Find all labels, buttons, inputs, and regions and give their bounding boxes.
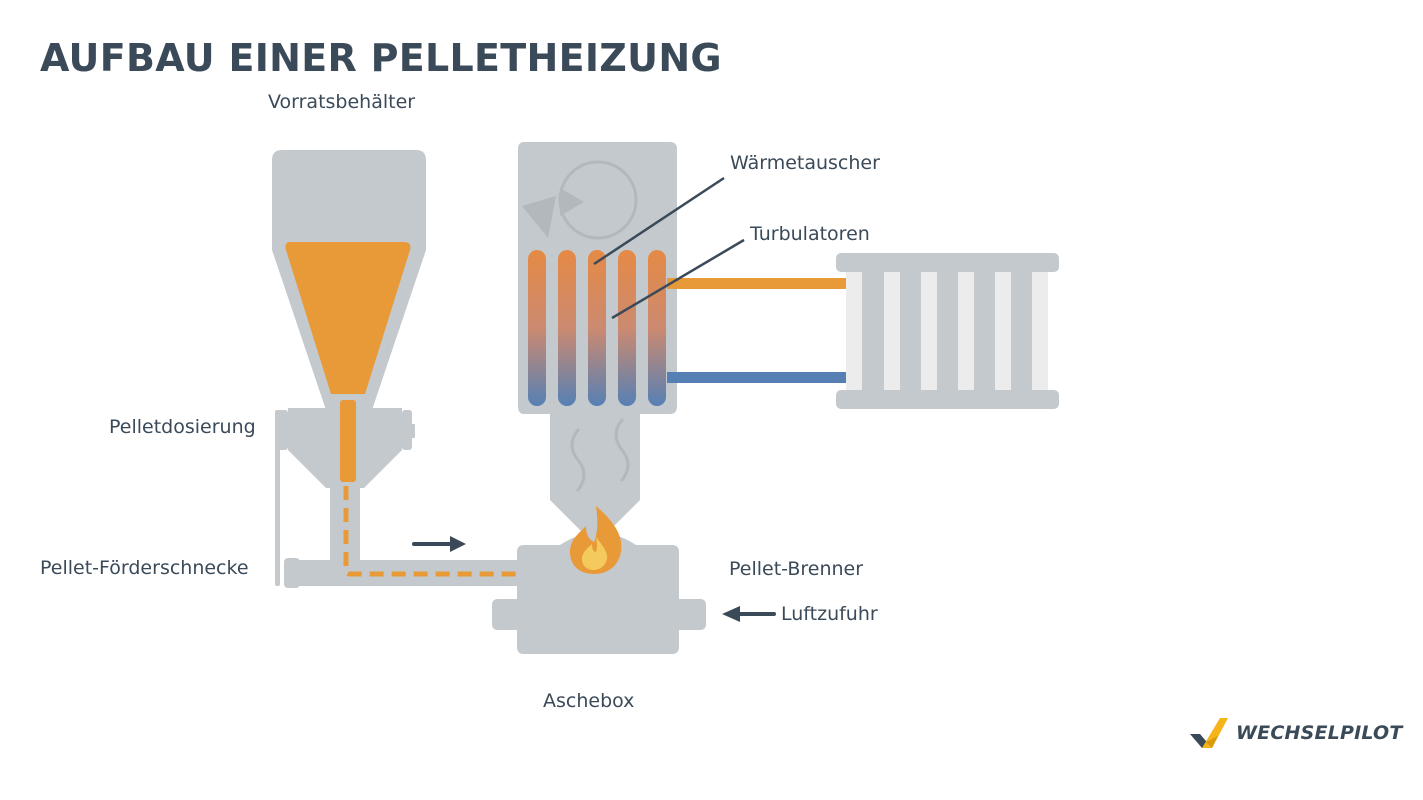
brand-logo: WECHSELPILOT	[1188, 716, 1403, 750]
pellet-burner	[492, 506, 706, 654]
brand-name: WECHSELPILOT	[1236, 722, 1403, 744]
label-storage: Vorratsbehälter	[268, 91, 416, 113]
label-turbulators: Turbulatoren	[750, 223, 870, 245]
return-pipe	[667, 372, 847, 383]
arrow-right-icon	[412, 536, 466, 552]
pellet-dosing-unit	[275, 400, 415, 586]
label-auger: Pellet-Förderschnecke	[40, 557, 249, 579]
pellet-auger	[284, 482, 590, 588]
leader-line-turbulators	[611, 238, 745, 320]
check-logo-icon	[1190, 718, 1228, 748]
label-heat-exchanger: Wärmetauscher	[730, 152, 880, 174]
label-ash-box: Aschebox	[543, 690, 635, 712]
pellet-fill	[285, 242, 411, 394]
arrow-left-icon	[722, 606, 776, 622]
boiler-body	[518, 142, 677, 540]
storage-hopper	[272, 150, 426, 410]
radiator	[836, 253, 1059, 409]
leader-line-heat-exchanger	[593, 176, 725, 266]
label-burner: Pellet-Brenner	[729, 558, 864, 580]
label-dosing: Pelletdosierung	[109, 416, 256, 438]
flame-icon	[570, 506, 622, 574]
supply-pipe	[667, 278, 847, 289]
label-air-supply: Luftzufuhr	[781, 603, 878, 625]
page-title: AUFBAU EINER PELLETHEIZUNG	[40, 36, 722, 80]
